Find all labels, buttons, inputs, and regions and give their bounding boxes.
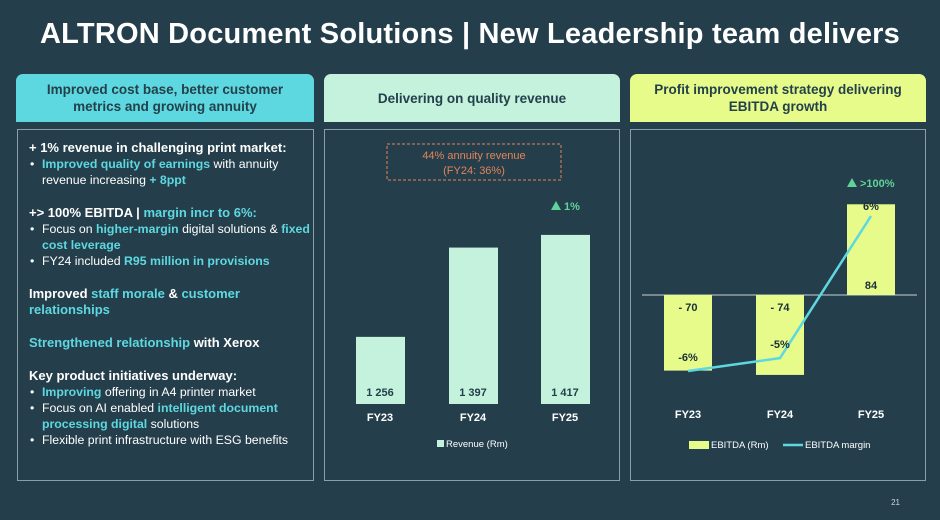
- legend-revenue-label: Revenue (Rm): [446, 439, 508, 450]
- highlight-text: Improved quality of earnings: [42, 157, 211, 171]
- text: FY24 included: [42, 254, 125, 268]
- highlight-text: customer relationships: [29, 286, 240, 317]
- column-header-revenue: Delivering on quality revenue: [324, 74, 620, 122]
- highlight-text: staff morale: [91, 286, 165, 301]
- revenue-bar-FY23: [356, 336, 405, 404]
- bullet-item: • FY24 included R95 million in provisions: [29, 253, 313, 269]
- bullet-icon: •: [30, 254, 35, 268]
- column-header-cost-base: Improved cost base, better customer metr…: [16, 74, 314, 122]
- text: Key product initiatives underway:: [29, 368, 238, 383]
- slide-title: ALTRON Document Solutions | New Leadersh…: [40, 18, 900, 50]
- ebitda-growth-label: >100%: [860, 178, 895, 190]
- highlight-text: margin incr to 6%:: [143, 205, 257, 220]
- section-heading: Strengthened relationship with Xerox: [29, 335, 313, 351]
- revenue-value-label: 1 256: [366, 387, 394, 399]
- highlight-section: Key product initiatives underway: • Improv…: [29, 368, 313, 448]
- x-axis-label: FY25: [858, 409, 884, 421]
- text: with annuity revenue increasing: [42, 157, 279, 187]
- section-heading: + 1% revenue in challenging print market…: [29, 140, 313, 156]
- ebitda-margin-line: [687, 215, 873, 373]
- bullet-item: • Improving offering in A4 printer market: [29, 384, 313, 400]
- legend-margin-label: EBITDA margin: [805, 440, 870, 451]
- bullet-item: • Flexible print infrastructure with ESG …: [29, 432, 313, 448]
- revenue-bar-FY24: [449, 247, 498, 404]
- ebitda-margin-label: -6%: [678, 352, 698, 364]
- bullet-icon: •: [30, 385, 35, 399]
- text: Improved: [29, 286, 92, 301]
- x-axis-label: FY23: [367, 412, 393, 424]
- growth-up-arrow-icon: [551, 201, 561, 210]
- highlight-section: Strengthened relationship with Xerox: [29, 335, 313, 351]
- section-heading: Improved staff morale & customer relatio…: [29, 286, 313, 318]
- annuity-callout-line2: (FY24: 36%): [443, 165, 505, 177]
- revenue-value-label: 1 397: [459, 387, 487, 399]
- highlight-text: fixed cost leverage: [42, 222, 310, 252]
- ebitda-margin-label: -5%: [770, 339, 790, 351]
- text: Flexible print infrastructure with ESG b…: [42, 433, 289, 447]
- annuity-callout-box: [386, 143, 562, 181]
- legend-revenue-swatch: [437, 440, 444, 447]
- text: + 1% revenue in challenging print market…: [29, 140, 287, 155]
- revenue-growth-label: 1%: [564, 201, 580, 213]
- ebitda-value-label: - 70: [679, 302, 698, 314]
- highlight-text: + 8ppt: [149, 173, 186, 187]
- revenue-value-label: 1 417: [551, 387, 579, 399]
- ebitda-bar-FY25: [847, 204, 895, 295]
- x-axis-label: FY24: [460, 412, 487, 424]
- growth-up-arrow-icon: [847, 178, 857, 187]
- highlights-panel: + 1% revenue in challenging print market…: [17, 129, 314, 481]
- bullet-icon: •: [30, 401, 35, 415]
- ebitda-bar-FY23: [664, 295, 712, 371]
- annuity-callout-line1: 44% annuity revenue: [422, 150, 525, 162]
- ebitda-value-label: 84: [865, 280, 878, 292]
- highlight-text: higher-margin: [96, 222, 179, 236]
- ebitda-value-label: - 74: [771, 302, 791, 314]
- bullet-icon: •: [30, 222, 35, 236]
- highlight-text: R95 million in provisions: [124, 254, 270, 268]
- bullet-item: • Improved quality of earnings with annui…: [29, 156, 313, 188]
- text: solutions: [147, 417, 200, 431]
- highlight-section: +> 100% EBITDA | margin incr to 6%:•Focu…: [29, 205, 313, 269]
- x-axis-label: FY25: [552, 412, 578, 424]
- column-header-ebitda: Profit improvement strategy delivering E…: [630, 74, 926, 122]
- page-number: 21: [891, 498, 900, 507]
- highlight-text: Strengthened relationship: [29, 335, 191, 350]
- bullet-item: • Focus on higher-margin digital solution…: [29, 221, 313, 253]
- revenue-bar-FY25: [541, 234, 590, 404]
- highlight-section: + 1% revenue in challenging print market…: [29, 140, 313, 188]
- legend-ebitda-swatch: [689, 441, 709, 449]
- x-axis-label: FY23: [675, 409, 701, 421]
- bullet-icon: •: [30, 433, 35, 447]
- highlight-text: Improving: [42, 385, 102, 399]
- x-axis-label: FY24: [767, 409, 794, 421]
- text: offering in A4 printer market: [101, 385, 256, 399]
- text: +> 100% EBITDA |: [29, 205, 144, 220]
- section-heading: Key product initiatives underway:: [29, 368, 313, 384]
- text: with Xerox: [190, 335, 260, 350]
- text: &: [164, 286, 182, 301]
- bullet-icon: •: [30, 157, 35, 171]
- ebitda-margin-label: 6%: [863, 201, 879, 213]
- legend-ebitda-label: EBITDA (Rm): [711, 440, 769, 451]
- text: digital solutions &: [178, 222, 282, 236]
- text: Focus on AI enabled: [42, 401, 158, 415]
- bullet-item: • Focus on AI enabled intelligent documen…: [29, 400, 313, 432]
- highlight-section: Improved staff morale & customer relatio…: [29, 286, 313, 318]
- highlight-text: intelligent document processing digital: [42, 401, 278, 431]
- text: Focus on: [42, 222, 96, 236]
- section-heading: +> 100% EBITDA | margin incr to 6%:: [29, 205, 313, 221]
